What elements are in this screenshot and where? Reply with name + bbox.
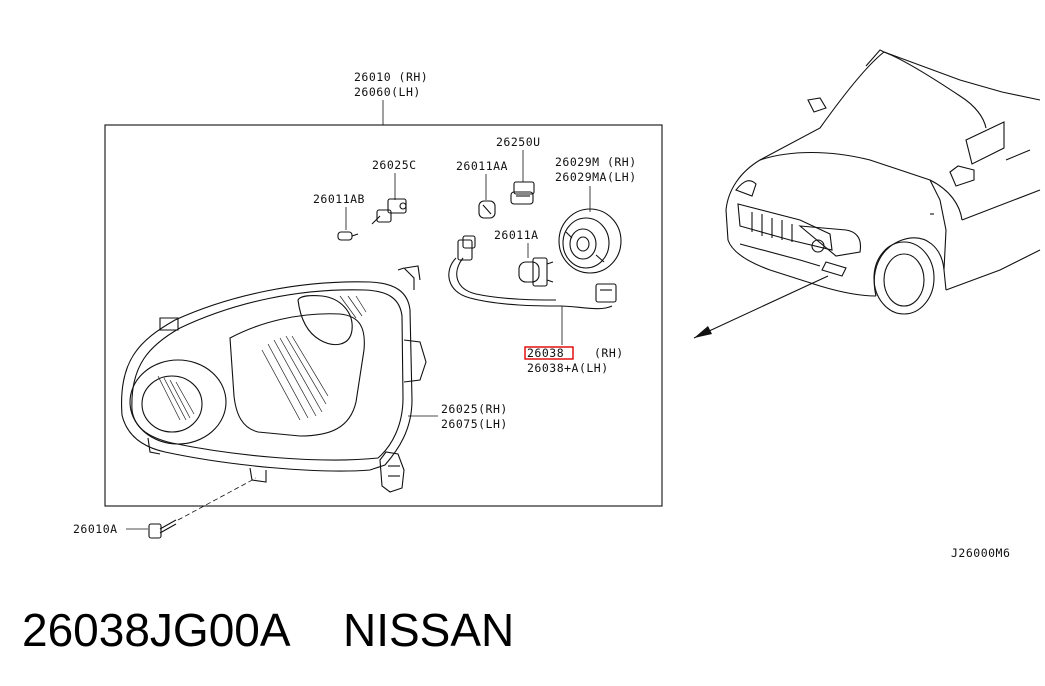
label-26250u: 26250U (496, 135, 541, 149)
highlight-26038 (524, 346, 574, 360)
label-26025c: 26025C (372, 158, 417, 172)
caption-part-number: 26038JG00A (22, 604, 291, 656)
label-26025-rh: 26025(RH) (441, 402, 508, 416)
label-26010a: 26010A (73, 522, 118, 536)
label-26011aa: 26011AA (456, 159, 508, 173)
label-26010-rh: 26010 (RH) (354, 70, 428, 84)
label-26011ab: 26011AB (313, 192, 365, 206)
label-26038a-lh: 26038+A(LH) (527, 361, 609, 375)
label-26038: 26038 (527, 346, 564, 360)
caption-brand: NISSAN (343, 604, 514, 656)
label-26029m-rh: 26029M (RH) (555, 155, 637, 169)
label-26038-rh: (RH) (594, 346, 624, 360)
bulb-26011ab-part (337, 231, 359, 241)
label-26011a: 26011A (494, 228, 539, 242)
label-26060-lh: 26060(LH) (354, 85, 421, 99)
vehicle-outline (725, 49, 1041, 315)
diagram-frame (104, 124, 663, 507)
label-26029ma-lh: 26029MA(LH) (555, 170, 637, 184)
bolt-dashed-line (177, 477, 257, 521)
dust-cap-26029m-part (558, 208, 622, 274)
location-arrow (693, 275, 829, 339)
label-26075-lh: 26075(LH) (441, 417, 508, 431)
socket-26250u-part (510, 181, 535, 205)
bolt-26010a-part (148, 519, 177, 539)
arrow-head-icon (694, 326, 712, 338)
bulb-26011a-part (518, 257, 554, 287)
diagram-id: J26000M6 (951, 546, 1010, 560)
headlamp-housing-part (120, 265, 427, 493)
socket-26025c-part (371, 198, 407, 225)
harness-26038-part (448, 235, 617, 310)
bulb-26011aa-part (478, 200, 496, 219)
